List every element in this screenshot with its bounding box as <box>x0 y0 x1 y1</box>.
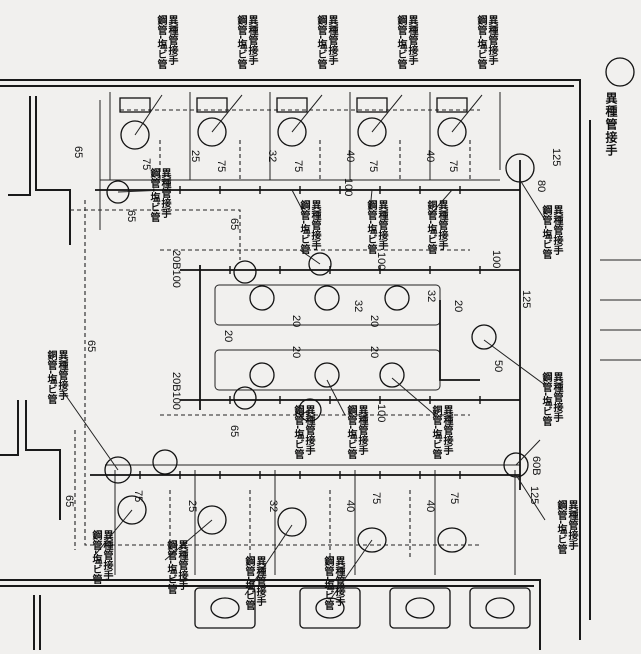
label-joint-mid-5: 異種管接手鋼管-塩ビ管 <box>292 405 314 460</box>
dim-65-c: 65 <box>228 218 240 231</box>
dim-65-f: 65 <box>228 425 240 438</box>
label-joint-top-2: 異種管接手鋼管-塩ビ管 <box>235 15 257 70</box>
dim-32-a: 32 <box>266 150 278 163</box>
dim-65-a: 65 <box>72 146 84 159</box>
leader-lines <box>61 94 546 601</box>
dim-75-a: 75 <box>140 158 152 171</box>
dim-40-c: 40 <box>344 500 356 513</box>
dim-125-b: 125 <box>520 290 532 309</box>
dim-20-b: 20 <box>222 330 234 343</box>
dim-125-a: 125 <box>550 148 562 167</box>
dim-20-e: 20 <box>368 315 380 328</box>
label-joint-left-1: 異種管接手銅管-塩ビ管 <box>45 350 67 405</box>
legend-circle-icon <box>605 57 635 87</box>
dim-40-a: 40 <box>344 150 356 163</box>
toilets-upper <box>119 97 468 150</box>
dim-20-f: 20 <box>368 346 380 359</box>
dim-25-b: 25 <box>186 500 198 513</box>
label-joint-top-3: 異種管接手鋼管-塩ビ管 <box>315 15 337 70</box>
label-joint-bot-4: 異種管接手鋼管-塩ビ管 <box>322 556 344 611</box>
label-joint-mid-6: 異種管接手鋼管-塩ビ管 <box>345 405 367 460</box>
dim-65-e: 65 <box>63 495 75 508</box>
upper-stalls <box>99 92 501 230</box>
dim-75-b: 75 <box>215 160 227 173</box>
lower-stalls <box>105 464 520 575</box>
label-joint-mid-1: 異種管接手鋼管-塩ビ管 <box>148 168 170 223</box>
main-fittings <box>106 153 535 478</box>
dim-75-g: 75 <box>370 492 382 505</box>
label-joint-mid-3: 異種管接手鋼管-塩ビ管 <box>365 200 387 255</box>
floor-drain-label-2: 20B100 <box>170 372 182 410</box>
pipe-runs <box>70 109 521 560</box>
dim-100-d: 100 <box>375 404 387 423</box>
floor-drain-label-1: 20B100 <box>170 250 182 288</box>
dim-20-a: 20 <box>452 300 464 313</box>
dim-75-f: 75 <box>132 490 144 503</box>
label-joint-right-2: 異種管接手鋼管-塩ビ管 <box>540 372 562 427</box>
label-joint-right-3: 異種管接手鋼管-塩ビ管 <box>555 500 577 555</box>
label-joint-mid-4: 異種管接手銅管-塩ビ管 <box>425 200 447 255</box>
dim-25-a: 25 <box>189 150 201 163</box>
dim-60B: 60B <box>530 456 542 476</box>
dim-75-h: 75 <box>448 492 460 505</box>
building-walls <box>0 79 641 650</box>
label-joint-bot-2: 異種管接手鋼管-塩ビ管 <box>165 540 187 595</box>
pipe-fittings <box>139 186 481 479</box>
dim-80: 80 <box>535 180 547 193</box>
dim-32-b: 32 <box>267 500 279 513</box>
dim-100-b: 100 <box>375 252 387 271</box>
dim-32-d: 32 <box>352 300 364 313</box>
dim-75-c: 75 <box>292 160 304 173</box>
legend-label: 異種管接手 <box>604 92 618 157</box>
dim-40-b: 40 <box>424 150 436 163</box>
label-joint-top-1: 異種管接手鋼管-塩ビ管 <box>155 15 177 70</box>
urinals <box>233 252 410 422</box>
dim-20-d: 20 <box>290 346 302 359</box>
label-joint-top-4: 異種管接手鋼管-塩ビ管 <box>395 15 417 70</box>
toilets-lower <box>104 449 467 553</box>
wash-basins <box>194 587 531 629</box>
dim-32-c: 32 <box>425 290 437 303</box>
label-joint-top-5: 異種管接手鋼管-塩ビ管 <box>475 15 497 70</box>
dim-75-d: 75 <box>367 160 379 173</box>
label-joint-mid-7: 異種管接手銅管-塩ビ管 <box>430 405 452 460</box>
dim-50: 50 <box>492 360 504 373</box>
dim-100-a: 100 <box>342 178 354 197</box>
dim-40-d: 40 <box>424 500 436 513</box>
central-island <box>160 249 470 416</box>
label-joint-bot-3: 異種管接手鋼管-塩ビ管 <box>243 556 265 611</box>
label-joint-mid-2: 異種管接手鋼管-塩ビ管 <box>298 200 320 255</box>
dim-100-c: 100 <box>490 250 502 269</box>
label-joint-bot-1: 異種管接手鋼管-塩ビ管 <box>90 530 112 585</box>
dim-20-c: 20 <box>290 315 302 328</box>
dim-65-b: 65 <box>125 210 137 223</box>
dim-75-e: 75 <box>447 160 459 173</box>
dim-125-c: 125 <box>528 486 540 505</box>
dim-65-d: 65 <box>85 340 97 353</box>
label-joint-right-1: 異種管接手鋼管-塩ビ管 <box>540 205 562 260</box>
